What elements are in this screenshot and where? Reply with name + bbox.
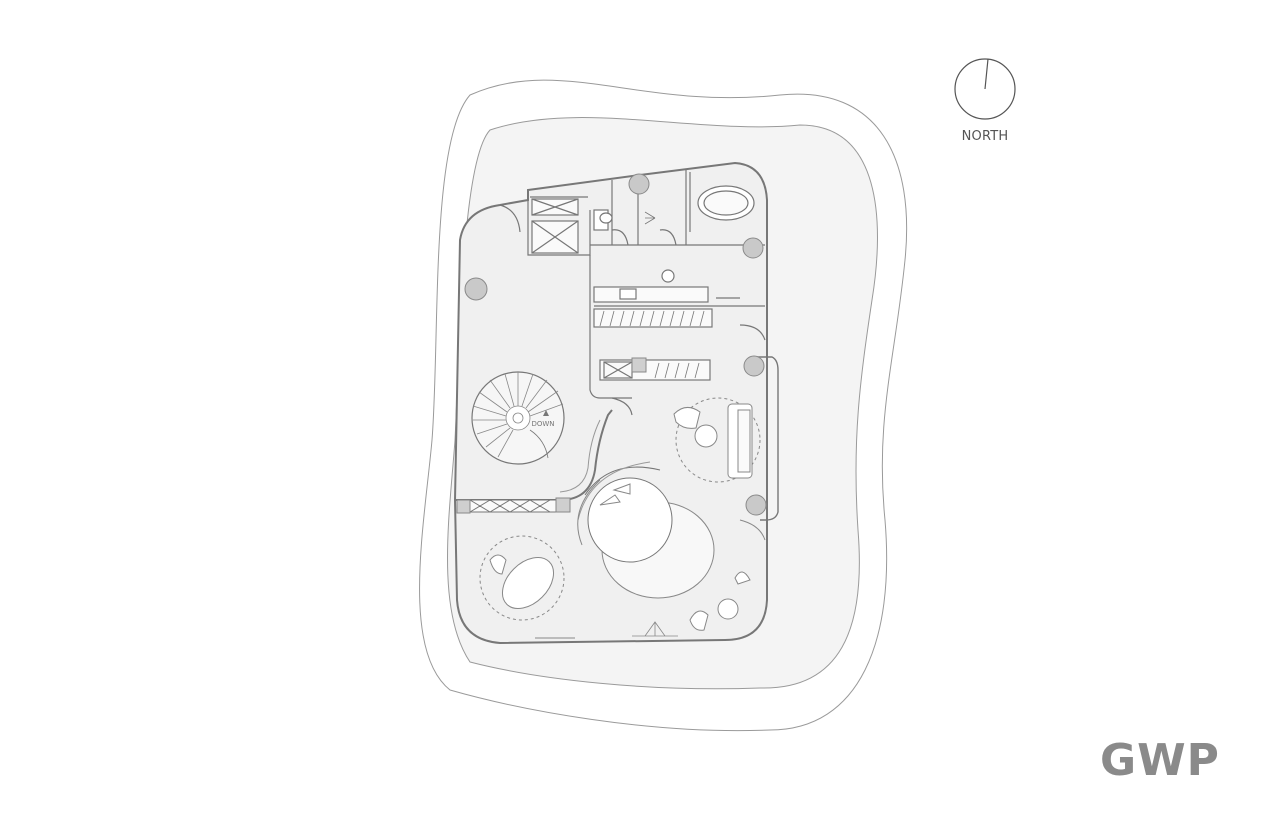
service-block	[499, 170, 765, 399]
gwp-logo: GWP	[1100, 735, 1220, 786]
living-furniture	[673, 356, 779, 541]
curved-partition	[455, 409, 613, 501]
curved-partition-inner	[559, 419, 601, 493]
north-arrow-icon	[954, 58, 1016, 120]
glass-partition	[456, 357, 647, 514]
lounge-furniture	[479, 535, 565, 621]
kitchen-area	[593, 269, 766, 416]
stair-down-label: DOWN	[531, 420, 555, 428]
dining-furniture	[535, 461, 751, 639]
structural-columns	[464, 173, 767, 516]
stair-arrow-icon	[543, 410, 549, 416]
north-label: NORTH	[961, 129, 1009, 144]
spiral-stair-icon	[471, 371, 565, 465]
